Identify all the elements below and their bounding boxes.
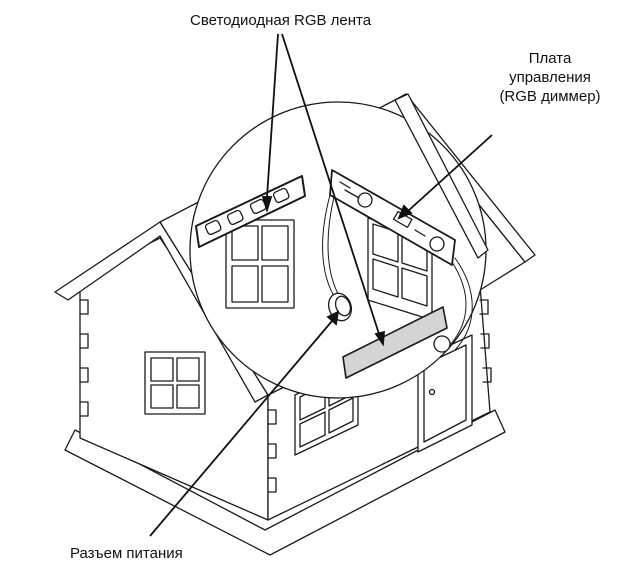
callout-led-1 (266, 33, 279, 198)
callout-power (149, 320, 333, 537)
left-wall-window-1 (144, 351, 206, 415)
callout-board (407, 134, 493, 212)
wire-bundle (322, 194, 473, 351)
interior-window-left (225, 219, 295, 309)
label-control-board-line-3: (RGB диммер) (499, 88, 601, 105)
diffuser-strip (342, 306, 448, 379)
label-led-strip: Светодиодная RGB лента (190, 12, 372, 29)
front-wall-joints (267, 299, 492, 493)
label-control-board: Плата управления (RGB диммер) (470, 49, 630, 106)
base-plate (64, 409, 506, 556)
wire-grommet (433, 335, 451, 353)
led-strip (195, 175, 306, 248)
label-control-board-line-2: управления (509, 69, 591, 86)
callout-led-2 (281, 33, 381, 338)
label-power-connector: Разъем питания (70, 545, 183, 562)
label-control-board-line-1: Плата (528, 50, 572, 67)
left-wall-joints (79, 299, 89, 417)
interior-window-right (367, 217, 433, 321)
interior-rafter (394, 93, 489, 259)
